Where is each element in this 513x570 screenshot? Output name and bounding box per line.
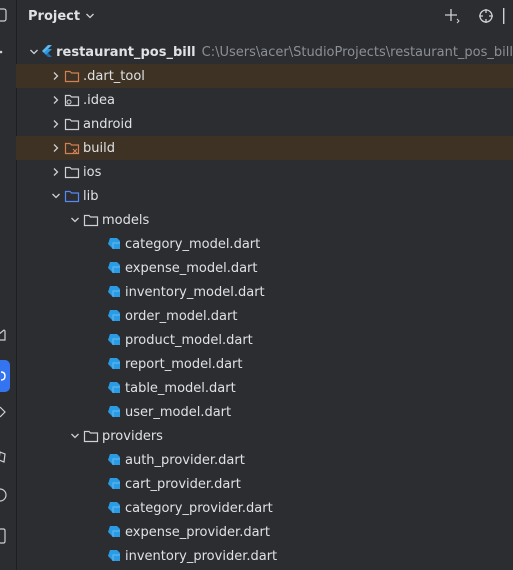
- folder-icon: [83, 428, 99, 444]
- tool-window-strip: [0, 0, 17, 570]
- circle-icon[interactable]: [0, 488, 8, 502]
- tree-row-file[interactable]: category_provider.dart: [16, 496, 513, 520]
- file-label: product_model.dart: [125, 332, 253, 348]
- file-label: user_model.dart: [125, 404, 232, 420]
- tree-row-file[interactable]: auth_provider.dart: [16, 448, 513, 472]
- target-icon[interactable]: [473, 3, 499, 29]
- chevron-right-icon[interactable]: [48, 164, 64, 180]
- chevron-down-icon[interactable]: [48, 188, 64, 204]
- tree-row-android[interactable]: android: [16, 112, 513, 136]
- chevron-down-icon[interactable]: [67, 212, 83, 228]
- tree-row-file[interactable]: expense_model.dart: [16, 256, 513, 280]
- root-project-path: C:\Users\acer\StudioProjects\restaurant_…: [201, 44, 513, 60]
- tree-row-file[interactable]: user_model.dart: [16, 400, 513, 424]
- file-label: category_model.dart: [125, 236, 261, 252]
- tree-row-file[interactable]: order_model.dart: [16, 304, 513, 328]
- project-tree: restaurant_pos_bill C:\Users\acer\Studio…: [16, 40, 513, 568]
- tree-row-lib[interactable]: lib: [16, 184, 513, 208]
- file-label: report_model.dart: [125, 356, 243, 372]
- dart-file-icon: [106, 308, 122, 324]
- project-title[interactable]: Project: [28, 8, 81, 24]
- tree-row-file[interactable]: expense_provider.dart: [16, 520, 513, 544]
- dart-file-icon: [106, 524, 122, 540]
- dart-file-icon: [106, 404, 122, 420]
- file-label: expense_model.dart: [125, 260, 258, 276]
- tree-row-build[interactable]: build: [16, 136, 513, 160]
- chevron-right-icon[interactable]: [48, 140, 64, 156]
- tree-row-file[interactable]: cart_provider.dart: [16, 472, 513, 496]
- file-label: inventory_model.dart: [125, 284, 265, 300]
- excluded-folder-icon: [64, 68, 80, 84]
- folder-label: models: [102, 212, 150, 228]
- tree-row-models[interactable]: models: [16, 208, 513, 232]
- folder-label: build: [83, 140, 115, 156]
- dart-file-icon: [106, 548, 122, 564]
- chevron-right-icon[interactable]: [48, 116, 64, 132]
- tag-icon[interactable]: [0, 450, 8, 463]
- home-icon[interactable]: [0, 328, 8, 341]
- tree-row-file[interactable]: inventory_provider.dart: [16, 544, 513, 568]
- folder-label: .idea: [83, 92, 115, 108]
- tree-row-providers[interactable]: providers: [16, 424, 513, 448]
- folder-label: ios: [83, 164, 102, 180]
- dart-file-icon: [106, 356, 122, 372]
- dart-file-icon: [106, 500, 122, 516]
- tree-row-file[interactable]: inventory_model.dart: [16, 280, 513, 304]
- dart-file-icon: [106, 452, 122, 468]
- tree-row-dart-tool[interactable]: .dart_tool: [16, 64, 513, 88]
- root-project-name: restaurant_pos_bill: [56, 44, 196, 60]
- source-folder-icon: [64, 188, 80, 204]
- folder-label: .dart_tool: [83, 68, 145, 84]
- folder-icon: [64, 116, 80, 132]
- config-folder-icon: [64, 92, 80, 108]
- file-label: expense_provider.dart: [125, 524, 270, 540]
- add-icon[interactable]: [439, 3, 465, 29]
- folder-label: android: [83, 116, 133, 132]
- folder-label: lib: [83, 188, 99, 204]
- dots-icon[interactable]: [0, 44, 8, 56]
- folder-label: providers: [102, 428, 163, 444]
- file-label: table_model.dart: [125, 380, 236, 396]
- more-vertical-icon[interactable]: [499, 3, 513, 29]
- project-header: Project: [16, 0, 513, 32]
- terminal-icon[interactable]: [0, 528, 8, 544]
- tree-row-file[interactable]: product_model.dart: [16, 328, 513, 352]
- file-label: order_model.dart: [125, 308, 238, 324]
- file-label: inventory_provider.dart: [125, 548, 278, 564]
- tree-row-ios[interactable]: ios: [16, 160, 513, 184]
- dart-file-icon: [106, 332, 122, 348]
- file-label: auth_provider.dart: [125, 452, 245, 468]
- dart-file-icon: [106, 236, 122, 252]
- excluded-folder-icon: [64, 140, 80, 156]
- tree-row-file[interactable]: report_model.dart: [16, 352, 513, 376]
- diamond-icon[interactable]: [0, 405, 8, 418]
- tree-row-idea[interactable]: .idea: [16, 88, 513, 112]
- chevron-down-icon[interactable]: [28, 44, 41, 60]
- tree-row-file[interactable]: table_model.dart: [16, 376, 513, 400]
- chevron-right-icon[interactable]: [48, 92, 64, 108]
- tree-row-root[interactable]: restaurant_pos_bill C:\Users\acer\Studio…: [16, 40, 513, 64]
- chevron-down-icon[interactable]: [67, 428, 83, 444]
- folder-icon[interactable]: [0, 8, 8, 22]
- chevron-right-icon[interactable]: [48, 68, 64, 84]
- folder-icon: [83, 212, 99, 228]
- dart-file-icon: [106, 284, 122, 300]
- dart-file-icon: [106, 476, 122, 492]
- dart-file-icon: [106, 260, 122, 276]
- file-label: cart_provider.dart: [125, 476, 241, 492]
- chevron-down-icon[interactable]: [85, 11, 95, 21]
- flutter-icon: [41, 44, 54, 60]
- active-tool-indicator[interactable]: [0, 360, 10, 392]
- tree-row-file[interactable]: category_model.dart: [16, 232, 513, 256]
- folder-icon: [64, 164, 80, 180]
- file-label: category_provider.dart: [125, 500, 273, 516]
- dart-file-icon: [106, 380, 122, 396]
